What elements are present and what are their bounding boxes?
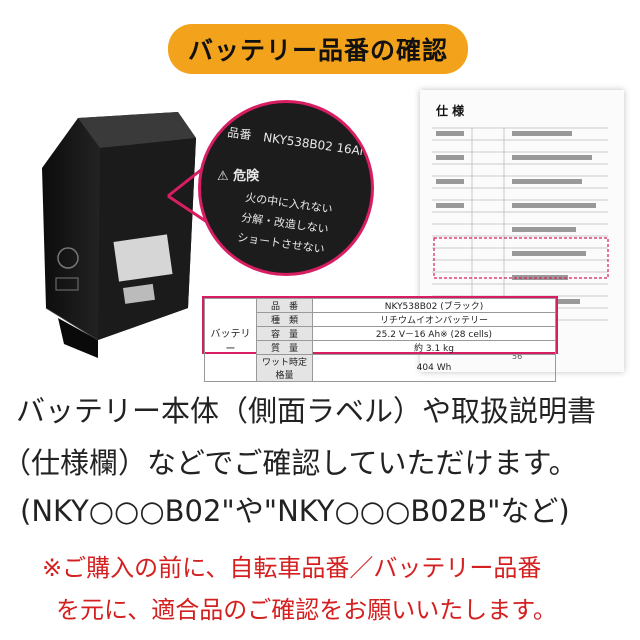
table-row: 容 量 25.2 V－16 Ah※ (28 cells) bbox=[205, 326, 556, 341]
spec-key: 質 量 bbox=[256, 340, 313, 355]
spec-key: ワット時定格量 bbox=[256, 354, 313, 382]
title-text: バッテリー品番の確認 bbox=[187, 36, 448, 65]
note-line-1: ※ご購入の前に、自転車品番／バッテリー品番 bbox=[42, 554, 542, 582]
spec-value: リチウムイオンバッテリー bbox=[312, 312, 556, 327]
table-row: バッテリー 品 番 NKY538B02 (ブラック) bbox=[204, 298, 556, 382]
table-row: ワット時定格量 404 Wh bbox=[205, 354, 556, 382]
zoom-line-1: 品番 NKY538B02 16Ah bbox=[226, 125, 369, 159]
table-row: 質 量 約 3.1 kg bbox=[205, 340, 556, 355]
spec-value: 約 3.1 kg bbox=[312, 340, 556, 355]
spec-key: 品 番 bbox=[256, 298, 313, 313]
zoom-line-2: ⚠ 危険 bbox=[217, 169, 260, 184]
manual-spec-title: 仕 様 bbox=[436, 104, 465, 118]
spec-key: 種 類 bbox=[256, 312, 313, 327]
title-banner: バッテリー品番の確認 bbox=[168, 24, 468, 74]
battery-spec-table: バッテリー 品 番 NKY538B02 (ブラック) 種 類 リチウムイオンバッ… bbox=[202, 296, 558, 382]
label-zoom-circle: 品番 NKY538B02 16Ah ⚠ 危険 火の中に入れない 分解・改造しない… bbox=[198, 100, 374, 276]
spec-value: NKY538B02 (ブラック) bbox=[312, 298, 556, 313]
body-line-3: (NKY○○○B02"や"NKY○○○B02B"など) bbox=[20, 494, 570, 528]
spec-category: バッテリー bbox=[204, 298, 257, 382]
spec-key: 容 量 bbox=[256, 326, 313, 341]
battery-image bbox=[42, 112, 196, 358]
body-line-2: （仕様欄）などでご確認していただけます。 bbox=[2, 446, 578, 480]
spec-value: 404 Wh bbox=[312, 354, 556, 382]
note-line-2: を元に、適合品のご確認をお願いいたします。 bbox=[56, 596, 557, 624]
body-line-1: バッテリー本体（側面ラベル）や取扱説明書 bbox=[16, 394, 597, 428]
spec-value: 25.2 V－16 Ah※ (28 cells) bbox=[312, 326, 556, 341]
manual-spec-lines bbox=[432, 127, 609, 321]
table-row: 種 類 リチウムイオンバッテリー bbox=[205, 312, 556, 327]
